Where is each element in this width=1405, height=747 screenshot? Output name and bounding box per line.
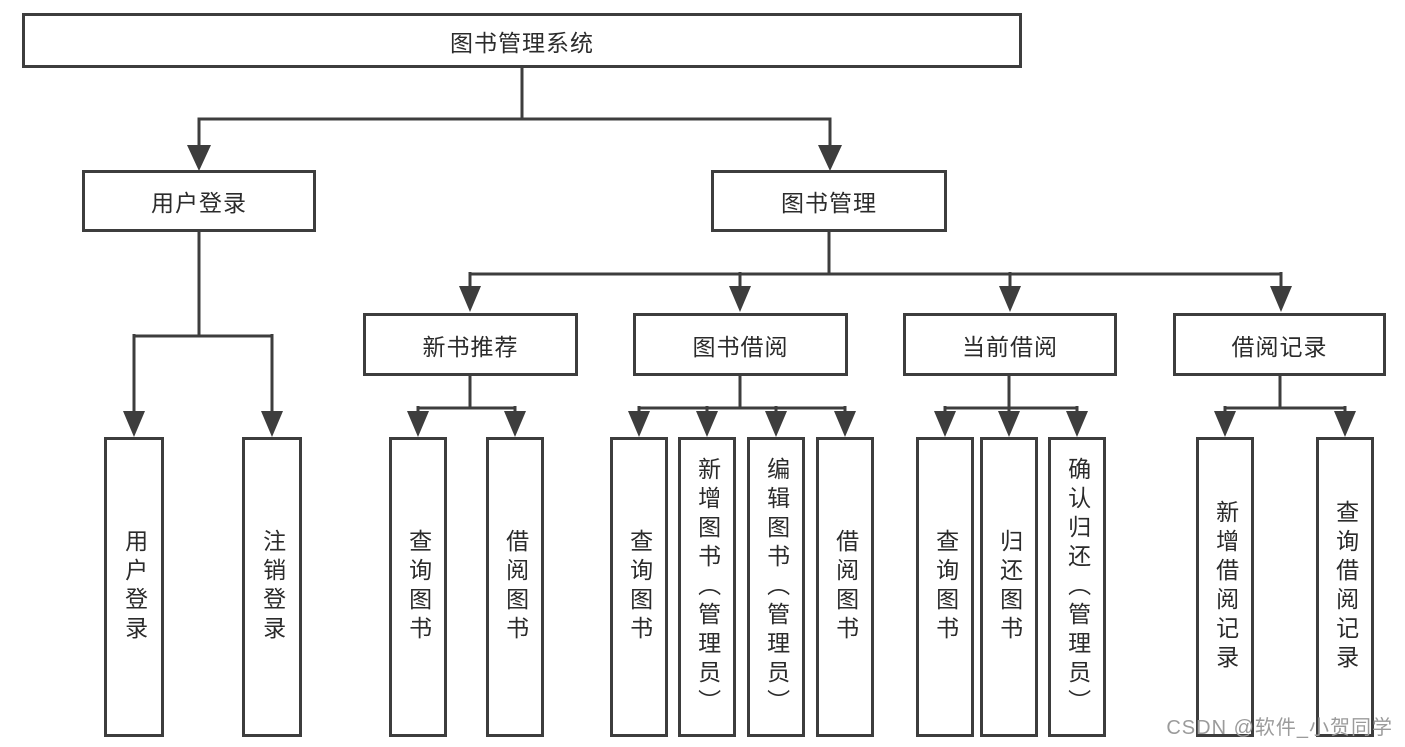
node-label: 查询图书 <box>626 529 653 645</box>
node-book-management: 图书管理 <box>711 170 947 232</box>
node-label: 确认归还（管理员） <box>1064 456 1091 718</box>
leaf-query-borrow-record: 查询借阅记录 <box>1316 437 1374 737</box>
node-current-borrowing: 当前借阅 <box>903 313 1117 376</box>
node-label: 当前借阅 <box>962 333 1058 360</box>
node-label: 查询图书 <box>405 529 432 645</box>
node-user-login: 用户登录 <box>82 170 316 232</box>
node-label: 新增图书（管理员） <box>694 456 721 718</box>
leaf-query-books-borrow: 查询图书 <box>610 437 668 737</box>
node-label: 归还图书 <box>996 529 1023 645</box>
leaf-confirm-return-admin: 确认归还（管理员） <box>1048 437 1106 737</box>
leaf-query-books-current: 查询图书 <box>916 437 974 737</box>
node-label: 图书管理 <box>781 190 877 216</box>
node-label: 新增借阅记录 <box>1212 500 1239 674</box>
node-label: 借阅图书 <box>502 529 529 645</box>
leaf-borrow-books: 借阅图书 <box>816 437 874 737</box>
node-label: 用户登录 <box>121 529 148 645</box>
leaf-borrow-books-recommend: 借阅图书 <box>486 437 544 737</box>
node-system-root: 图书管理系统 <box>22 13 1022 68</box>
tree-edges <box>132 66 1347 414</box>
node-label: 图书借阅 <box>692 333 789 360</box>
leaf-user-login: 用户登录 <box>104 437 164 737</box>
node-label: 查询图书 <box>932 529 959 645</box>
node-new-book-recommend: 新书推荐 <box>363 313 578 376</box>
leaf-add-book-admin: 新增图书（管理员） <box>678 437 736 737</box>
node-label: 新书推荐 <box>422 333 519 360</box>
watermark: CSDN @软件_小贺同学 <box>1166 717 1393 739</box>
node-label: 编辑图书（管理员） <box>763 456 790 718</box>
leaf-return-book: 归还图书 <box>980 437 1038 737</box>
node-book-borrowing: 图书借阅 <box>633 313 848 376</box>
node-borrowing-records: 借阅记录 <box>1173 313 1386 376</box>
node-label: 注销登录 <box>259 529 286 645</box>
node-label: 用户登录 <box>151 190 247 216</box>
leaf-query-books-recommend: 查询图书 <box>389 437 447 737</box>
node-label: 图书管理系统 <box>450 29 594 56</box>
arrowheads <box>123 145 1356 437</box>
leaf-logout: 注销登录 <box>242 437 302 737</box>
node-label: 查询借阅记录 <box>1332 500 1359 674</box>
node-label: 借阅记录 <box>1231 333 1328 360</box>
leaf-edit-book-admin: 编辑图书（管理员） <box>747 437 805 737</box>
node-label: 借阅图书 <box>832 529 859 645</box>
leaf-add-borrow-record: 新增借阅记录 <box>1196 437 1254 737</box>
